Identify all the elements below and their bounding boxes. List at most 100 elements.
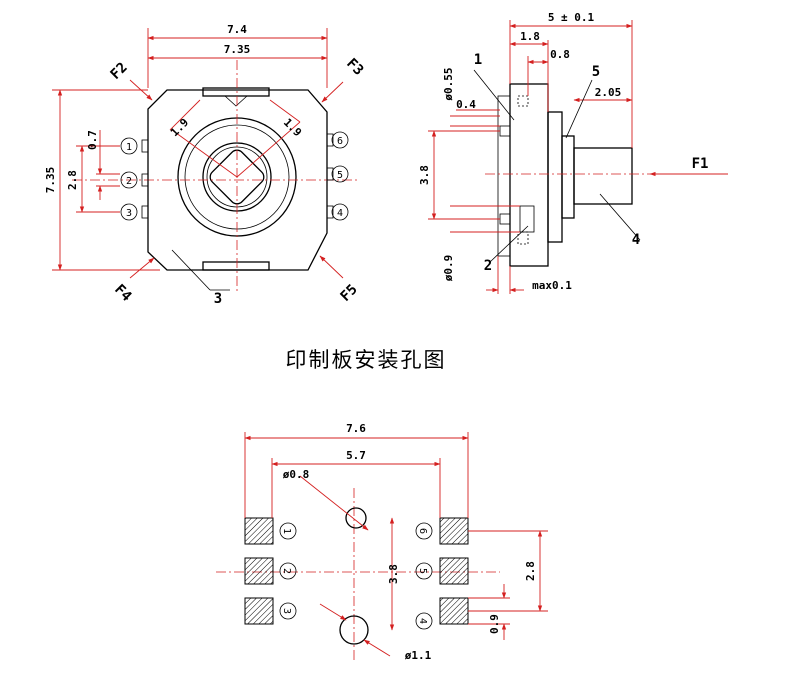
leader-hole-large-b bbox=[363, 639, 391, 657]
tab-notch bbox=[224, 95, 248, 107]
pcb-pin-number-6: 6 bbox=[417, 528, 428, 534]
pad-4 bbox=[439, 597, 469, 625]
pcb-pin-number-2: 2 bbox=[281, 568, 292, 574]
label-f2: F2 bbox=[108, 60, 131, 83]
hole-small bbox=[345, 507, 367, 529]
label-f4: F4 bbox=[111, 282, 134, 305]
callout-1: 1 bbox=[474, 52, 482, 68]
side-housing bbox=[509, 83, 549, 267]
pin-circle-6 bbox=[331, 131, 349, 149]
pin-number-2: 2 bbox=[126, 176, 132, 187]
label-f1: F1 bbox=[692, 156, 709, 172]
pin-lead-1 bbox=[141, 139, 149, 153]
pcb-pin-circle-1 bbox=[279, 522, 297, 540]
pin-lead-3 bbox=[141, 205, 149, 219]
pcb-title: 印制板安装孔图 bbox=[286, 348, 447, 372]
dim-5-7: 5.7 bbox=[346, 449, 366, 462]
pad-5 bbox=[439, 557, 469, 585]
callout-4: 4 bbox=[632, 232, 640, 248]
leader-hole-large-a bbox=[319, 603, 347, 621]
dim-1-9-left: 1.9 bbox=[168, 116, 191, 139]
dim-0-4: 0.4 bbox=[456, 98, 476, 111]
knob-diamond bbox=[209, 149, 265, 205]
side-clip bbox=[519, 205, 535, 233]
side-collar bbox=[561, 135, 575, 219]
pin-number-4: 4 bbox=[337, 208, 343, 219]
top-view: 1 2 3 6 5 4 7.4 7.35 7.35 2.8 0.7 1.9 1.… bbox=[44, 23, 366, 307]
dim-7-6: 7.6 bbox=[346, 422, 366, 435]
callout-3: 3 bbox=[214, 291, 222, 307]
pin-number-5: 5 bbox=[337, 170, 343, 181]
pcb-pin-number-3: 3 bbox=[281, 608, 292, 614]
pin-circle-2 bbox=[120, 171, 138, 189]
pad-3 bbox=[244, 597, 274, 625]
dim-0-55-value: 0.55 bbox=[442, 67, 455, 94]
pcb-pin-circle-3 bbox=[279, 602, 297, 620]
pin-lead-6 bbox=[326, 133, 334, 147]
pcb-pin-number-4: 4 bbox=[417, 618, 428, 624]
pcb-footprint-view: 1 2 3 6 5 4 7.6 5.7 ø0.8 ø1.1 3.8 2.8 bbox=[216, 422, 548, 662]
dim-3-8-pcb: 3.8 bbox=[387, 564, 400, 584]
pin-lead-4 bbox=[326, 205, 334, 219]
pin-lead-5 bbox=[326, 167, 334, 181]
chamfer-line-left bbox=[171, 129, 238, 178]
dim-5: 5 ± 0.1 bbox=[548, 11, 595, 24]
dim-0-8: 0.8 bbox=[550, 48, 570, 61]
dim-max-0-1: max0.1 bbox=[532, 279, 572, 292]
chamfer-guide-right bbox=[269, 99, 301, 123]
pin-number-6: 6 bbox=[337, 136, 343, 147]
bottom-tab bbox=[202, 261, 270, 271]
pcb-pin-number-5: 5 bbox=[417, 568, 428, 574]
dim-hole-large: ø1.1 bbox=[405, 649, 432, 662]
dim-0-9-side: ø0.9 bbox=[442, 255, 455, 282]
leader-callout-2 bbox=[489, 225, 529, 263]
side-pin-dashed-top bbox=[517, 95, 529, 107]
dim-0-9-value: 0.9 bbox=[442, 255, 455, 275]
pcb-pin-circle-2 bbox=[279, 562, 297, 580]
pad-2 bbox=[244, 557, 274, 585]
leader-f5 bbox=[319, 255, 344, 279]
dim-7-35-left: 7.35 bbox=[44, 167, 57, 194]
side-shaft bbox=[573, 147, 633, 205]
dim-3-8-side: 3.8 bbox=[418, 165, 431, 185]
pcb-pin-number-1: 1 bbox=[281, 528, 292, 534]
dim-hole-small: ø0.8 bbox=[283, 468, 310, 481]
side-pin-top bbox=[499, 125, 511, 137]
dim-2-05: 2.05 bbox=[595, 86, 622, 99]
dim-0-9-pcb: 0.9 bbox=[488, 614, 501, 634]
pin-number-1: 1 bbox=[126, 142, 132, 153]
leader-3 bbox=[171, 249, 211, 291]
pin-lead-2 bbox=[141, 173, 149, 187]
pin-number-3: 3 bbox=[126, 208, 132, 219]
pcb-pin-circle-4 bbox=[415, 612, 433, 630]
dim-0-7: 0.7 bbox=[86, 130, 99, 150]
pad-6 bbox=[439, 517, 469, 545]
dim-7-4: 7.4 bbox=[227, 23, 247, 36]
leader-callout-1 bbox=[473, 69, 515, 121]
chamfer-line-right bbox=[236, 121, 301, 178]
dim-2-8-pcb: 2.8 bbox=[524, 561, 537, 581]
side-flange bbox=[547, 111, 563, 243]
side-pin-bottom bbox=[499, 213, 511, 225]
callout-5: 5 bbox=[592, 64, 600, 80]
diameter-symbol-2: ø bbox=[442, 274, 455, 281]
dim-7-35-top: 7.35 bbox=[224, 43, 251, 56]
diameter-symbol-1: ø bbox=[442, 94, 455, 101]
leader-callout-5 bbox=[565, 79, 593, 139]
label-f5: F5 bbox=[338, 282, 361, 305]
pcb-pin-circle-5 bbox=[415, 562, 433, 580]
dim-2-8-top: 2.8 bbox=[66, 170, 79, 190]
leader-f3 bbox=[321, 81, 344, 103]
side-view: F1 5 ± 0.1 1.8 0.8 2.05 ø0.55 0.4 3.8 ø0… bbox=[418, 11, 728, 294]
leader-hole-small bbox=[299, 475, 369, 531]
chamfer-guide-left bbox=[169, 99, 201, 131]
label-f3: F3 bbox=[343, 56, 366, 79]
dim-1-8: 1.8 bbox=[520, 30, 540, 43]
pin-circle-3 bbox=[120, 203, 138, 221]
pin-circle-5 bbox=[331, 165, 349, 183]
side-base bbox=[497, 95, 511, 257]
pin-circle-4 bbox=[331, 203, 349, 221]
pcb-pin-circle-6 bbox=[415, 522, 433, 540]
leader-f2 bbox=[129, 79, 153, 101]
pad-1 bbox=[244, 517, 274, 545]
